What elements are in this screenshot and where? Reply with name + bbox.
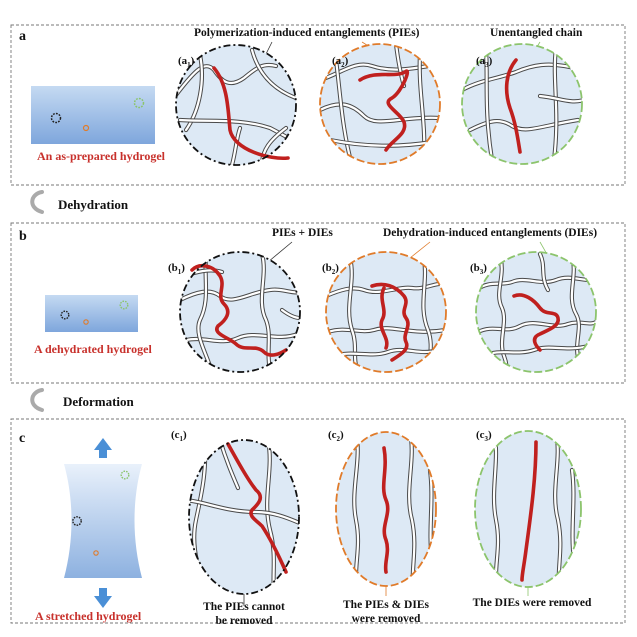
die-marker — [83, 319, 89, 325]
leader-line — [409, 241, 431, 259]
step-dehydration: Dehydration — [30, 190, 129, 214]
caption-c2-line1: The PIEs & DIEs — [343, 599, 429, 611]
pie-marker — [60, 310, 70, 320]
panel-b-frame — [10, 222, 626, 384]
panel-a: a Polymerization-induced entanglements (… — [10, 24, 626, 186]
caption-c1-line2: be removed — [216, 615, 274, 627]
network-a2 — [319, 43, 441, 165]
sub-label-c3: (c3) — [476, 429, 492, 443]
die-marker — [93, 550, 99, 556]
panel-a-sample-caption: An as-prepared hydrogel — [37, 149, 166, 163]
pie-marker — [72, 516, 82, 526]
caption-c3-line1: The DIEs were removed — [473, 597, 592, 609]
panel-a-frame — [10, 24, 626, 186]
unentangled-marker — [120, 470, 130, 480]
sub-label-a2: (a2) — [332, 55, 349, 69]
stretched-hydrogel-block — [64, 464, 142, 578]
panel-a-right-label: Unentangled chain — [490, 27, 583, 39]
network-c3 — [474, 430, 582, 588]
sub-label-c2: (c2) — [328, 429, 344, 443]
sub-label-a3: (a3) — [476, 55, 493, 69]
panel-a-letter: a — [19, 29, 26, 44]
panel-b-sample-caption: A dehydrated hydrogel — [34, 342, 152, 356]
as-prepared-hydrogel-block — [31, 86, 155, 144]
sub-label-b2: (b2) — [322, 262, 339, 276]
panel-a-top-label: Polymerization-induced entanglements (PI… — [194, 27, 420, 39]
network-a1 — [175, 44, 297, 166]
deformation-label: Deformation — [63, 394, 135, 409]
caption-c2-line2: were removed — [352, 613, 421, 625]
pie-marker — [50, 112, 62, 124]
network-b2 — [325, 251, 447, 373]
panel-b: b PIEs + DIEs Dehydration-induced entang… — [10, 222, 626, 384]
panel-c-sample-caption: A stretched hydrogel — [35, 609, 142, 623]
curved-arrow-icon — [30, 388, 44, 412]
dehydrated-hydrogel-block — [45, 295, 138, 332]
panel-b-top-label: PIEs + DIEs — [272, 227, 333, 239]
panel-b-letter: b — [19, 229, 27, 244]
dehydration-label: Dehydration — [58, 197, 129, 212]
die-marker — [82, 124, 90, 132]
curved-arrow-icon — [30, 190, 44, 214]
sub-label-b1: (b1) — [168, 262, 185, 276]
sub-label-a1: (a1) — [178, 55, 195, 69]
panel-b-right-label: Dehydration-induced entanglements (DIEs) — [383, 227, 597, 239]
arrow-up-icon — [94, 438, 112, 458]
arrow-down-icon — [94, 588, 112, 608]
network-c1 — [188, 439, 300, 595]
caption-c1-line1: The PIEs cannot — [203, 601, 285, 613]
panel-c-letter: c — [19, 431, 25, 446]
panel-c-frame — [10, 418, 626, 624]
network-b1 — [179, 251, 301, 373]
leader-line — [267, 241, 293, 263]
sub-label-c1: (c1) — [171, 429, 187, 443]
step-deformation: Deformation — [30, 388, 135, 412]
panel-c: c A stretched hydrogel (c1) — [10, 418, 626, 627]
unentangled-marker — [133, 97, 145, 109]
unentangled-marker — [119, 300, 129, 310]
sub-label-b3: (b3) — [470, 262, 487, 276]
network-b3 — [475, 251, 597, 373]
network-a3 — [461, 43, 583, 165]
network-c2 — [335, 431, 437, 587]
